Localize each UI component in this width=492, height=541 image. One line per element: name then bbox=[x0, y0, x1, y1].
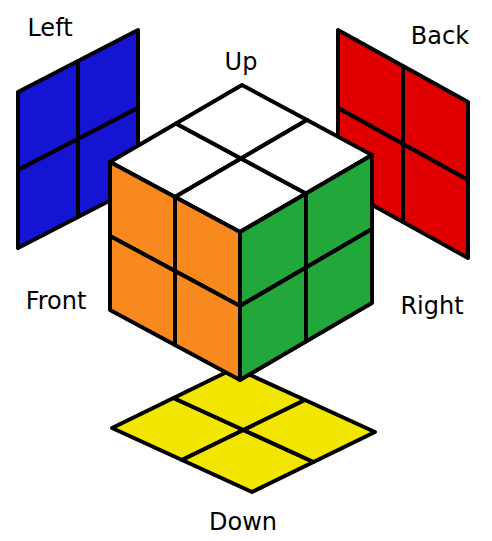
sticker bbox=[240, 268, 306, 381]
face-name: Front bbox=[26, 289, 87, 313]
face-name: Down bbox=[209, 510, 277, 534]
sticker bbox=[244, 400, 376, 462]
sticker bbox=[403, 144, 468, 258]
down-face bbox=[112, 368, 375, 492]
front-face bbox=[110, 162, 240, 380]
face-name: Left bbox=[27, 16, 72, 40]
right-face bbox=[240, 155, 372, 380]
face-name: Up bbox=[225, 50, 258, 74]
sticker bbox=[175, 271, 240, 380]
face-name: Right bbox=[400, 294, 463, 318]
sticker bbox=[18, 139, 78, 248]
sticker bbox=[110, 236, 175, 345]
face-name: Back bbox=[411, 24, 469, 48]
sticker bbox=[306, 229, 372, 342]
